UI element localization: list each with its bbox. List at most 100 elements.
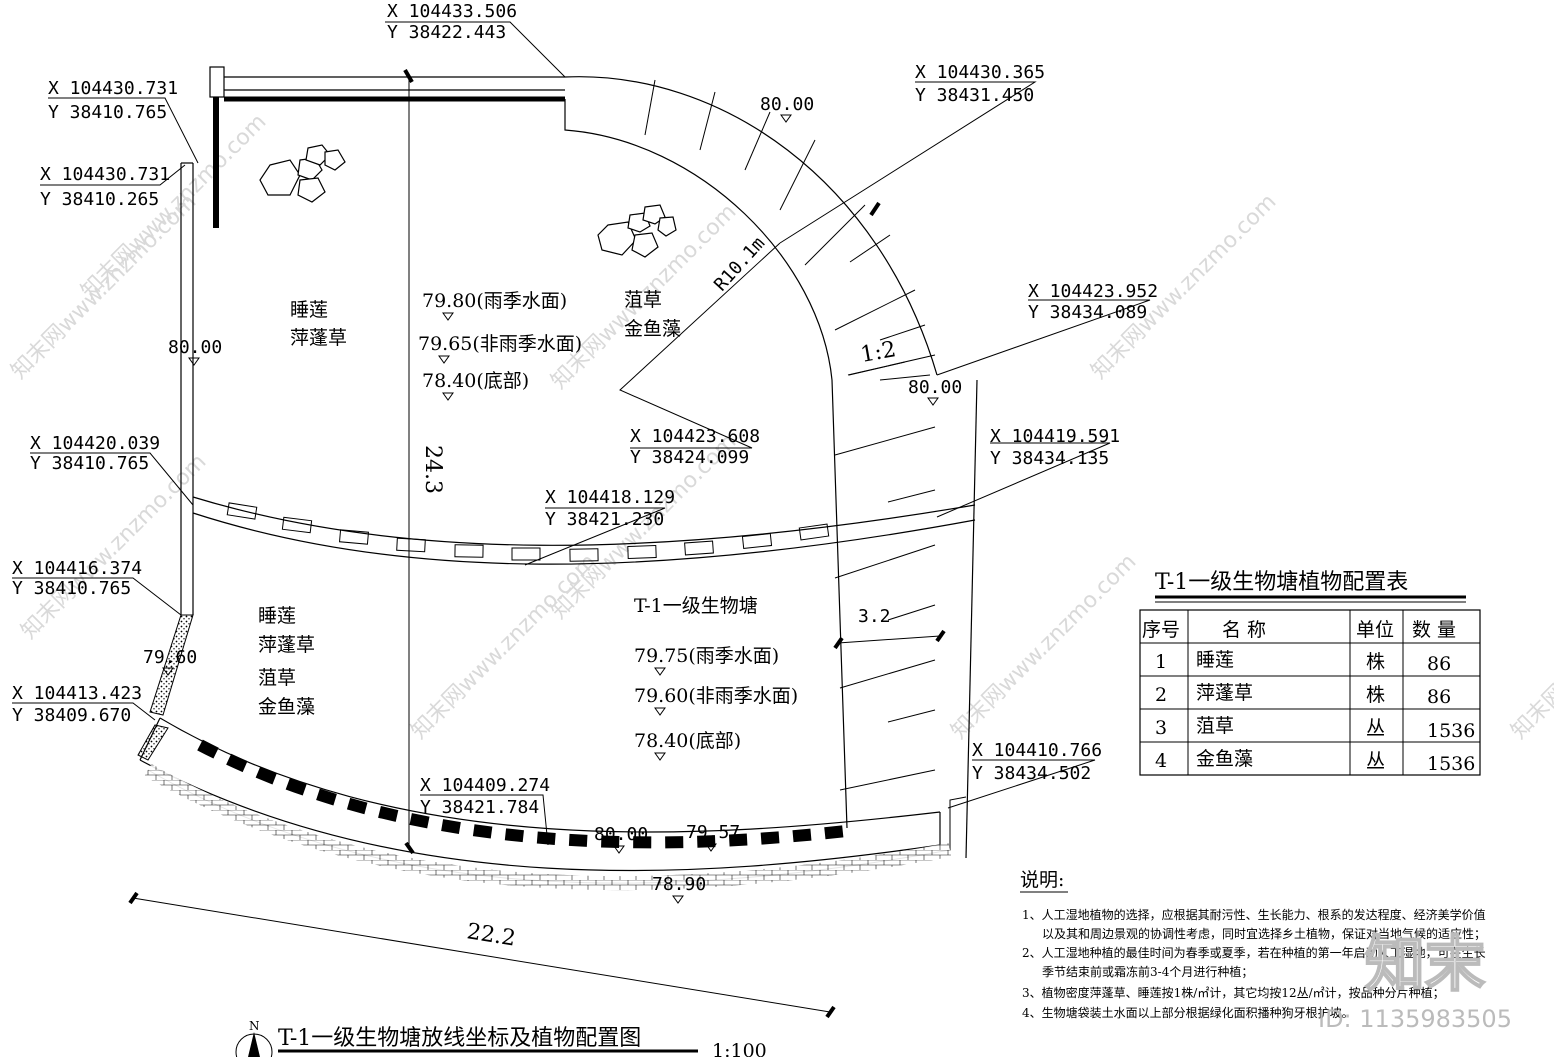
coord-x: X 104430.365 bbox=[915, 62, 1045, 83]
note-line: 4、生物塘袋装土水面以上部分根据绿化面积播种狗牙根护坡。 bbox=[1022, 1005, 1354, 1020]
elevation-labels: 80.00 80.00 80.00 79.60 80.00 79.57 78.9… bbox=[143, 94, 962, 904]
table-cell: 1 bbox=[1155, 651, 1167, 673]
coord-x: X 104430.731 bbox=[48, 78, 178, 99]
upper-pond-levels: 79.80(雨季水面) 79.65(非雨季水面) 78.40(底部) bbox=[418, 290, 582, 401]
table-header: 序号 bbox=[1142, 619, 1180, 641]
note-line: 3、植物密度萍蓬草、睡莲按1株/㎡计，其它均按12丛/㎡计，按品种分片种植； bbox=[1022, 985, 1445, 1000]
coord-y: Y 38434.089 bbox=[1028, 302, 1147, 323]
north-arrow-icon bbox=[248, 1032, 260, 1057]
table-header: 数 量 bbox=[1412, 619, 1456, 641]
coord-x: X 104418.129 bbox=[545, 487, 675, 508]
water-level-dry: 79.60(非雨季水面) bbox=[634, 685, 798, 707]
dimension-lines bbox=[128, 75, 946, 1019]
coord-x: X 104433.506 bbox=[387, 1, 517, 22]
plant-label: 菹草 bbox=[258, 667, 296, 689]
water-level-dry: 79.65(非雨季水面) bbox=[418, 333, 582, 355]
table-cell: 萍蓬草 bbox=[1196, 682, 1253, 704]
plant-table: T-1一级生物塘植物配置表 序号 名 称 单位 数 量 1 睡莲 株 86 2 … bbox=[1139, 570, 1481, 776]
plant-label: 金鱼藻 bbox=[258, 696, 315, 718]
coord-x: X 104423.608 bbox=[630, 426, 760, 447]
elevation-bottom-a: 80.00 bbox=[594, 824, 648, 845]
coord-x: X 104420.039 bbox=[30, 433, 160, 454]
watermark-layer: 知末网www.znzmo.com 知末网www.znzmo.com 知末网www… bbox=[7, 109, 1554, 744]
table-cell: 丛 bbox=[1366, 750, 1385, 772]
coord-y: Y 38421.230 bbox=[545, 509, 664, 530]
coord-y: Y 38410.765 bbox=[12, 578, 131, 599]
berm-blocks bbox=[226, 502, 830, 562]
drawing-title-block: N T-1一级生物塘放线坐标及植物配置图 1:100 bbox=[235, 1019, 767, 1057]
watermark: 知末网www.znzmo.com bbox=[1507, 549, 1554, 744]
plant-label: 萍蓬草 bbox=[290, 327, 347, 349]
plant-label: 睡莲 bbox=[258, 605, 296, 627]
rock-cluster-icon bbox=[597, 204, 677, 258]
plant-label: 睡莲 bbox=[290, 299, 328, 321]
coord-y: Y 38410.765 bbox=[48, 102, 167, 123]
table-cell: 睡莲 bbox=[1196, 649, 1234, 671]
brand-logo-text: 知末 bbox=[1365, 930, 1485, 1000]
note-line: 以及其和周边景观的协调性考虑，同时宜选择乡土植物，保证对当地气候的适应性； bbox=[1042, 926, 1486, 941]
coord-y: Y 38409.670 bbox=[12, 705, 131, 726]
plant-label: 金鱼藻 bbox=[624, 318, 681, 340]
table-header: 单位 bbox=[1356, 619, 1394, 641]
plant-label: 菹草 bbox=[624, 289, 662, 311]
coord-y: Y 38421.784 bbox=[420, 797, 539, 818]
slope-label: 1:2 bbox=[859, 337, 898, 368]
table-cell: 86 bbox=[1427, 653, 1451, 675]
coord-y: Y 38410.765 bbox=[30, 453, 149, 474]
table-cell: 株 bbox=[1366, 684, 1385, 706]
plant-labels: 睡莲 萍蓬草 菹草 金鱼藻 睡莲 萍蓬草 菹草 金鱼藻 bbox=[258, 289, 681, 718]
elevation-bottom-c: 78.90 bbox=[652, 874, 706, 895]
table-cell: 丛 bbox=[1366, 717, 1385, 739]
coord-x: X 104419.591 bbox=[990, 426, 1120, 447]
plant-label: 萍蓬草 bbox=[258, 634, 315, 656]
table-cell: 金鱼藻 bbox=[1196, 748, 1253, 770]
table-title: T-1一级生物塘植物配置表 bbox=[1155, 570, 1408, 595]
table-header: 名 称 bbox=[1222, 619, 1266, 641]
watermark: 知末网www.znzmo.com bbox=[407, 549, 602, 744]
coord-x: X 104409.274 bbox=[420, 775, 550, 796]
table-cell: 3 bbox=[1155, 717, 1167, 739]
elevation-right-arc: 80.00 bbox=[908, 377, 962, 398]
dim-right: 3.2 bbox=[858, 606, 891, 627]
elevation-top-arc: 80.00 bbox=[760, 94, 814, 115]
table-cell: 4 bbox=[1155, 750, 1167, 772]
water-level-bottom: 78.40(底部) bbox=[422, 370, 529, 392]
water-level-bottom: 78.40(底部) bbox=[634, 730, 741, 752]
id-watermark: ID: 1135983505 bbox=[1318, 1005, 1512, 1033]
table-cell: 86 bbox=[1427, 686, 1451, 708]
table-cell: 2 bbox=[1155, 684, 1167, 706]
radius-label: R10.1m bbox=[710, 233, 769, 295]
coord-x: X 104416.374 bbox=[12, 558, 142, 579]
coord-y: Y 38434.135 bbox=[990, 448, 1109, 469]
dim-horizontal: 22.2 bbox=[465, 919, 517, 951]
lower-pond-levels: T-1一级生物塘 79.75(雨季水面) 79.60(非雨季水面) 78.40(… bbox=[634, 595, 798, 761]
water-level-rainy: 79.75(雨季水面) bbox=[634, 645, 779, 667]
note-line: 2、人工湿地种植的最佳时间为春季或夏季，若在种植的第一年启动人工湿地，可在生长 bbox=[1022, 945, 1486, 960]
elevation-left-bottom: 79.60 bbox=[143, 647, 197, 668]
drawing-title: T-1一级生物塘放线坐标及植物配置图 bbox=[278, 1026, 641, 1051]
drawing-scale: 1:100 bbox=[712, 1040, 767, 1057]
pond-label: T-1一级生物塘 bbox=[634, 595, 758, 617]
table-cell: 1536 bbox=[1427, 720, 1475, 742]
coord-y: Y 38424.099 bbox=[630, 447, 749, 468]
coord-y: Y 38410.265 bbox=[40, 189, 159, 210]
pond-outline bbox=[137, 66, 978, 891]
coord-y: Y 38431.450 bbox=[915, 85, 1034, 106]
elevation-left-wall: 80.00 bbox=[168, 337, 222, 358]
water-level-rainy: 79.80(雨季水面) bbox=[422, 290, 567, 312]
note-line: 季节结束前或霜冻前3-4个月进行种植； bbox=[1042, 964, 1253, 979]
coord-y: Y 38434.502 bbox=[972, 763, 1091, 784]
table-cell: 1536 bbox=[1427, 753, 1475, 775]
note-line: 1、人工湿地植物的选择，应根据其耐污性、生长能力、根系的发达程度、经济美学价值 bbox=[1022, 907, 1486, 922]
dim-vertical: 24.3 bbox=[420, 445, 445, 494]
notes-title: 说明: bbox=[1020, 869, 1064, 891]
coord-x: X 104410.766 bbox=[972, 740, 1102, 761]
coordinate-labels: X 104433.506 Y 38422.443 X 104430.731 Y … bbox=[12, 1, 1158, 818]
coord-x: X 104413.423 bbox=[12, 683, 142, 704]
table-cell: 株 bbox=[1366, 651, 1385, 673]
coord-y: Y 38422.443 bbox=[387, 22, 506, 43]
coord-x: X 104430.731 bbox=[40, 164, 170, 185]
notes: 说明: 1、人工湿地植物的选择，应根据其耐污性、生长能力、根系的发达程度、经济美… bbox=[1020, 869, 1486, 1020]
rock-cluster-icon bbox=[259, 144, 346, 203]
